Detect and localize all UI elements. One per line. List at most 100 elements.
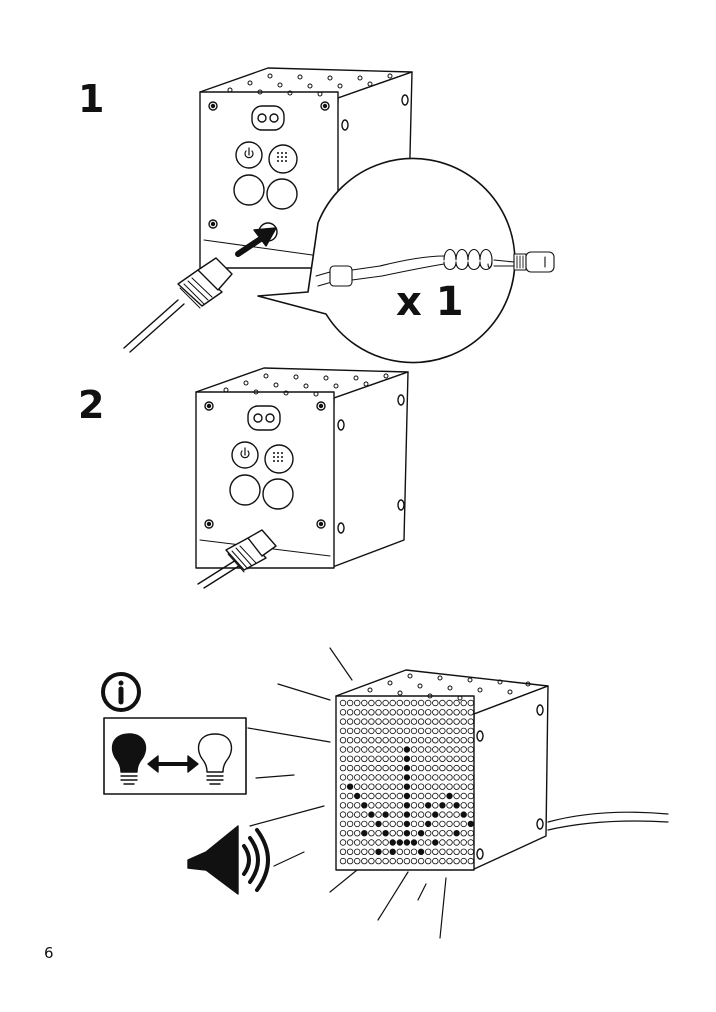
led-dot [396,811,403,818]
led-dot [339,811,347,818]
led-dot [346,792,354,800]
led-dot [389,857,396,865]
led-dot [453,857,460,865]
led-dot [417,764,425,772]
led-dot [460,830,467,837]
led-dot [396,839,403,846]
led-dot [354,774,361,781]
led-dot [396,802,403,809]
led-dot [417,802,425,809]
led-dot [453,848,460,855]
led-dot [446,848,453,855]
led-dot [417,755,425,762]
led-dot [439,811,446,818]
led-dot [382,857,389,865]
led-dot [439,727,446,735]
led-dot [453,718,460,725]
led-dot [339,783,347,790]
led-dot [375,764,382,772]
led-dot [389,718,396,725]
led-dot [396,848,403,855]
led-dot [403,774,411,781]
led-dot [432,857,439,865]
led-dot [403,783,411,790]
led-dot [346,737,354,744]
led-dot [446,830,453,837]
led-dot [382,848,389,855]
led-dot [346,709,354,716]
led-dot [368,727,375,735]
led-dot [354,830,361,837]
led-dot [339,727,347,735]
led-dot [467,811,474,818]
led-dot [432,783,439,790]
led-dot [410,709,418,716]
led-dot [382,699,389,707]
led-dot [453,783,460,790]
led-dot [361,848,368,855]
led-dot [375,718,382,725]
led-dot [361,811,368,818]
led-dot [417,783,425,790]
led-dot [368,764,375,772]
led-dot [439,848,446,855]
led-dot [417,727,425,735]
led-dot [346,857,354,865]
led-dot [417,718,425,725]
led-dot [354,857,361,865]
led-dot [361,709,368,716]
led-dot [339,839,347,846]
led-dot [439,746,446,753]
led-dot [425,857,432,865]
led-dot [425,737,432,744]
led-dot [354,811,361,818]
led-dot [439,737,446,744]
speaker-front [335,669,669,871]
led-dot [346,727,354,735]
led-dot [432,774,439,781]
led-dot [382,718,389,725]
led-dot [382,802,389,809]
led-dot [403,792,411,800]
led-dot [339,764,347,772]
led-dot [425,811,432,818]
led-dot [361,746,368,753]
led-dot [354,746,361,753]
led-dot [453,764,460,772]
led-dot [432,755,439,762]
led-dot [467,820,474,828]
led-dot [403,737,411,744]
led-dot [403,764,411,772]
led-dot [368,699,375,707]
quantity-label: x 1 [396,279,464,325]
led-dot [467,709,474,716]
led-dot [346,718,354,725]
led-dot [354,699,361,707]
led-dot [346,755,354,762]
led-dot [375,709,382,716]
led-dot-grid [339,699,474,865]
led-dot [417,811,425,818]
led-dot [389,709,396,716]
led-dot [432,820,439,828]
led-dot [361,839,368,846]
led-dot [339,737,347,744]
led-dot [446,746,453,753]
led-dot [460,792,467,800]
led-dot [460,755,467,762]
led-dot [354,727,361,735]
led-dot [375,699,382,707]
led-dot [339,718,347,725]
led-dot [446,811,453,818]
led-dot [396,783,403,790]
led-dot [432,839,439,846]
led-dot [382,727,389,735]
led-dot [467,774,474,781]
led-dot [453,727,460,735]
led-dot [439,709,446,716]
led-dot [403,709,411,716]
led-dot [460,820,467,828]
led-dot [460,857,467,865]
led-dot [389,848,396,855]
